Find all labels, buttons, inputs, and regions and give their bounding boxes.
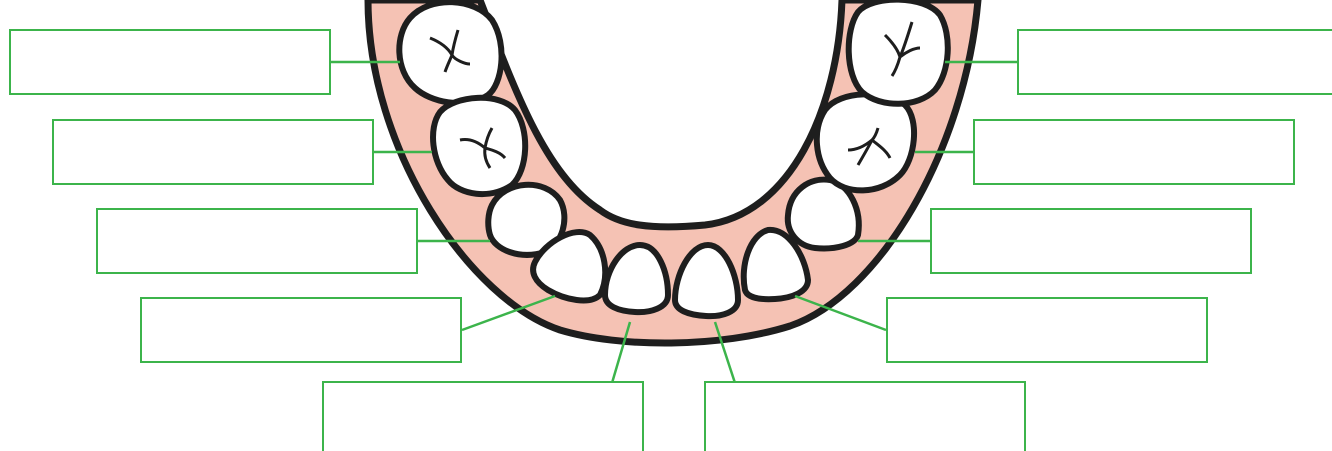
label-box-left-4[interactable] — [140, 297, 462, 363]
label-box-bottom-left[interactable] — [322, 381, 644, 451]
label-box-left-2[interactable] — [52, 119, 374, 185]
tooth-left-molar-back — [399, 2, 501, 103]
label-box-right-4[interactable] — [886, 297, 1208, 363]
label-box-left-1[interactable] — [9, 29, 331, 95]
tooth-right-molar-front — [817, 94, 914, 190]
label-box-left-3[interactable] — [96, 208, 418, 274]
label-box-right-2[interactable] — [973, 119, 1295, 185]
label-box-right-3[interactable] — [930, 208, 1252, 274]
label-box-right-1[interactable] — [1017, 29, 1332, 95]
tooth-right-molar-back — [849, 0, 948, 104]
label-box-bottom-right[interactable] — [704, 381, 1026, 451]
tooth-left-molar-front — [433, 98, 525, 194]
